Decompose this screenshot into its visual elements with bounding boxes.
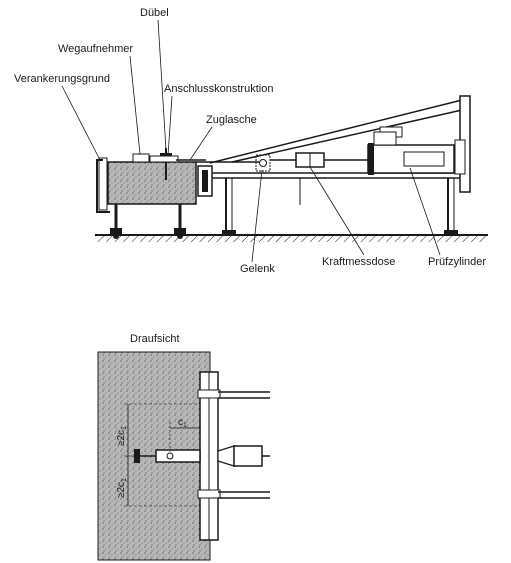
label-pruefzylinder: Prüfzylinder — [428, 256, 486, 268]
label-gelenk: Gelenk — [240, 263, 275, 275]
label-zuglasche: Zuglasche — [206, 114, 257, 126]
anchoring-base — [96, 157, 197, 239]
label-anschlusskonstruktion: Anschlusskonstruktion — [164, 83, 273, 95]
frame-plan — [197, 371, 221, 541]
main-beam — [212, 172, 460, 234]
ground — [95, 234, 488, 242]
rails-plan — [218, 391, 270, 499]
connection-structure — [149, 155, 206, 163]
dim-upper-label: ≥2c1 — [116, 426, 128, 446]
load-cell — [295, 152, 325, 168]
tension-plate — [196, 161, 262, 197]
plan-view: Draufsicht — [97, 333, 270, 561]
dimensions-plan — [124, 403, 201, 507]
side-view: Dübel Wegaufnehmer Verankerungsgrund Ans… — [14, 7, 488, 275]
label-wegaufnehmer: Wegaufnehmer — [58, 43, 133, 55]
reaction-frame — [454, 95, 471, 193]
displacement-transducer — [132, 153, 150, 163]
label-kraftmessdose: Kraftmessdose — [322, 256, 395, 268]
pull-rod-plan — [134, 445, 263, 467]
label-duebel: Dübel — [140, 7, 169, 19]
dim-c1-label: c1 — [178, 417, 187, 429]
joint — [255, 154, 271, 172]
plan-view-title: Draufsicht — [130, 333, 180, 345]
test-cylinder — [367, 131, 455, 175]
dim-lower-label: ≥2c1 — [116, 478, 128, 498]
label-verankerungsgrund: Verankerungsgrund — [14, 73, 110, 85]
